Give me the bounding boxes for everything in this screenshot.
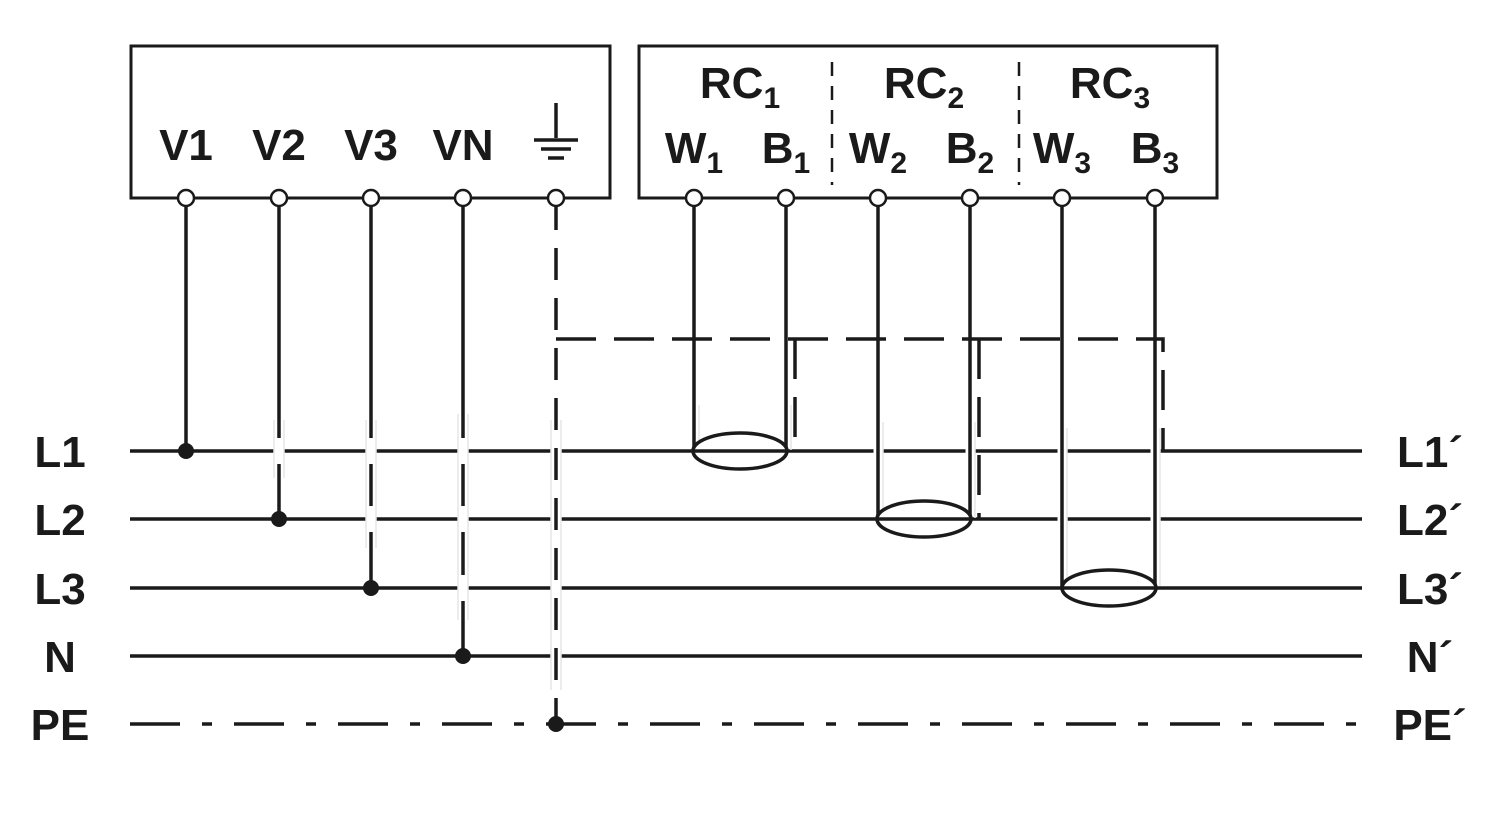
line-label-l2: L2	[34, 496, 85, 545]
junction-l1	[178, 443, 194, 459]
line-label-n-out: N´	[1407, 633, 1453, 682]
rc1-label: RC1	[700, 59, 780, 115]
rogowski-coil-module	[637, 44, 1219, 200]
terminal-v2	[269, 188, 289, 208]
line-label-pe: PE	[31, 701, 90, 750]
terminal-v3	[361, 188, 381, 208]
line-label-l1-out: L1´	[1397, 428, 1463, 477]
junction-pe	[548, 716, 564, 732]
line-label-n: N	[44, 633, 76, 682]
terminals	[176, 188, 1165, 208]
rc2-white-label: W2	[849, 124, 907, 180]
terminal-rc3-w	[1052, 188, 1072, 208]
terminal-label-v2: V2	[252, 121, 306, 170]
junction-l2	[271, 511, 287, 527]
line-label-pe-out: PE´	[1393, 701, 1466, 750]
junction-dots	[178, 443, 564, 732]
terminal-label-v1: V1	[159, 121, 213, 170]
rc3-black-label: B3	[1131, 124, 1179, 180]
terminal-label-vn: VN	[432, 121, 493, 170]
terminal-ground	[546, 188, 566, 208]
rc2-label: RC2	[884, 59, 964, 115]
junction-l3	[363, 580, 379, 596]
rc3-white-label: W3	[1033, 124, 1091, 180]
rc1-white-label: W1	[665, 124, 723, 180]
terminal-rc1-w	[684, 188, 704, 208]
rc3-label: RC3	[1070, 59, 1150, 115]
terminal-rc3-b	[1145, 188, 1165, 208]
line-label-l1: L1	[34, 428, 85, 477]
coil-wires	[692, 198, 1161, 588]
terminal-label-v3: V3	[344, 121, 398, 170]
junction-n	[455, 648, 471, 664]
terminal-vn	[453, 188, 473, 208]
line-label-l3-out: L3´	[1397, 565, 1463, 614]
shield-dashed-path	[556, 337, 1165, 451]
line-label-l3: L3	[34, 565, 85, 614]
voltage-wires	[184, 198, 562, 690]
terminal-rc1-b	[776, 188, 796, 208]
ground-icon	[534, 103, 578, 160]
terminal-rc2-b	[960, 188, 980, 208]
terminal-rc2-w	[868, 188, 888, 208]
rc2-black-label: B2	[946, 124, 994, 180]
line-label-l2-out: L2´	[1397, 496, 1463, 545]
voltage-input-module	[129, 44, 612, 200]
bus-lines	[130, 449, 1362, 726]
terminal-v1	[176, 188, 196, 208]
rc1-black-label: B1	[762, 124, 810, 180]
